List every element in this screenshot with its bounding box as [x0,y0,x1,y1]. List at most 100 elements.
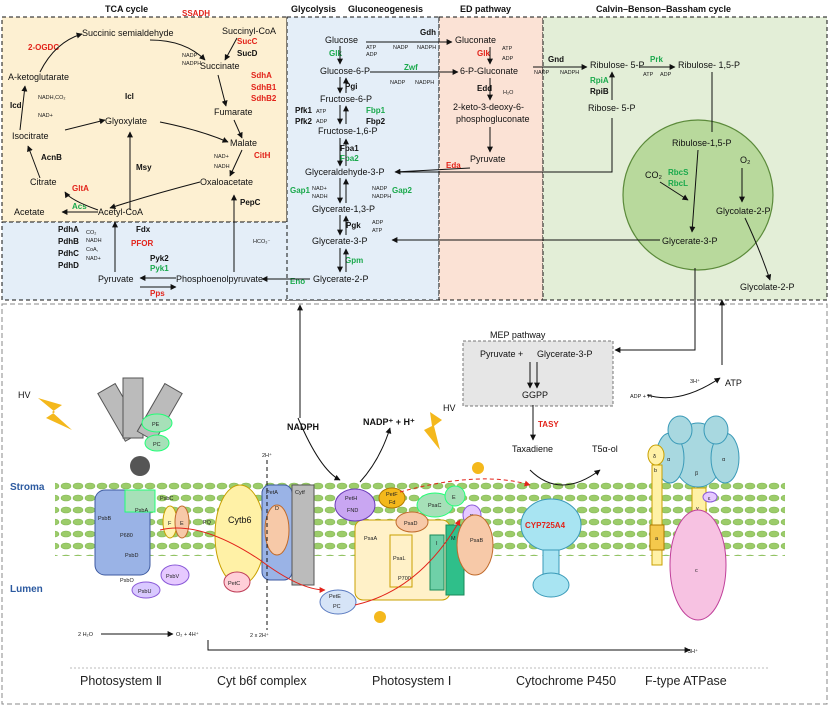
m-label: M [451,536,456,542]
label-psii: Photosystem Ⅱ [80,674,162,688]
label-psi: Photosystem Ⅰ [372,674,451,688]
a-label: a [655,536,659,542]
ribulose-15-p: Ribulose- 1,5-P [678,60,740,70]
psbu-label: PsbU [138,589,151,595]
label-cytb6f: Cyt b6f complex [217,674,307,688]
gap: Glyceraldehyde-3-P [305,167,385,177]
nadp-label: NADP [393,45,409,51]
hco3: HCO₃⁻ [253,239,270,245]
tca-cycle: Succinic semialdehyde Succinyl-CoA Succi… [8,9,277,298]
succinate: Succinate [200,61,240,71]
sdhb1-label: SdhB1 [251,83,277,92]
alpha2-label: α [722,457,726,463]
glk-label: Glk [329,49,342,58]
peta-label: PetA [266,490,278,496]
gap2-label: Gap2 [392,186,413,195]
malate: Malate [230,138,257,148]
atp-label: ATP [643,72,654,78]
cytf-label: Cytf [295,490,305,496]
e-label: E [180,521,184,527]
nadph-label: NADPH [182,61,201,67]
atp-label: ATP [316,109,327,115]
ed-pathway: Gluconate 6-P-Gluconate 2-keto-3-deoxy-6… [394,35,530,175]
pdha-label: PdhA [58,225,79,234]
glta-label: GltA [72,184,89,193]
alpha1-label: α [667,457,671,463]
nadh-co2-label: NADH,CO₂ [38,95,66,101]
zwf-label: Zwf [404,63,418,72]
d-label: D [275,506,279,512]
hv2-label: HV [443,403,456,413]
cith-label: CitH [254,151,271,160]
fdx-label: Fdx [136,225,151,234]
prk-label: Prk [650,55,663,64]
edd-label: Edd [477,84,492,93]
beta-label: β [695,471,698,477]
lumen-label: Lumen [10,584,43,595]
o2-in: O₂ [740,155,751,165]
fumarate: Fumarate [214,107,253,117]
gnd-label: Gnd [548,55,564,64]
nadh-label: NADH [86,238,102,244]
nadh-label: NADH [312,194,328,200]
ed-panel: ED pathway [438,4,544,301]
nad-label: NAD+ [214,154,229,160]
ribulose-5-p: Ribulose- 5-P [590,60,645,70]
pyk1-label: Pyk1 [150,264,169,273]
complex-labels: Photosystem Ⅱ Cyt b6f complex Photosyste… [70,667,770,688]
gluconate: Gluconate [455,35,496,45]
ed-title: ED pathway [460,4,511,14]
peth-label: PetH [345,496,357,502]
f-label: F [168,521,172,527]
psbb-label: PsbB [98,516,111,522]
ed-pyruvate: Pyruvate [470,154,506,164]
rpib-label: RpiB [590,87,609,96]
pyruvate-label: Pyruvate + [480,349,523,359]
glk-label: Glk [477,49,490,58]
atp-label: ATP [366,45,377,51]
gpm-label: Gpm [345,256,363,265]
glycerate-label: Glycerate-3-P [537,349,593,359]
sucd-label: SucD [237,49,258,58]
kdpg-line1: 2-keto-3-deoxy-6- [453,102,524,112]
psbo-label: PsbO [120,578,134,584]
pe-label: PE [152,422,160,428]
glucose-6-p: Glucose-6-P [320,66,370,76]
glycerate-3-p: Glycerate-3-P [312,236,368,246]
sdha-label: SdhA [251,71,272,80]
ggpp-label: GGPP [522,390,548,400]
succinic-semialdehyde: Succinic semialdehyde [82,28,174,38]
tca-panel: TCA cycle [1,4,440,301]
two-h-top-label: 2H⁺ [262,452,272,459]
akg: A-ketoglutarate [8,72,69,82]
msy-label: Msy [136,163,152,172]
calvin-title: Calvin–Benson–Bassham cycle [596,4,731,14]
b-label: b [654,468,657,474]
succ-label: SucC [237,37,258,46]
fnd-label: FND [347,508,358,514]
psbv-label: PsbV [166,574,179,580]
pq-label: PQ [203,520,212,526]
6-p-gluconate: 6-P-Gluconate [460,66,518,76]
nadp-h-label: NADP⁺ + H⁺ [363,417,415,427]
kdpg-line2: phosphogluconate [456,114,530,124]
gdh-label: Gdh [420,28,436,37]
3h-top: 3H⁺ [690,378,700,385]
pdhb-label: PdhB [58,237,79,246]
pyruvate-tca: Pyruvate [98,274,134,284]
mep-title: MEP pathway [490,330,546,340]
pyk2-label: Pyk2 [150,254,169,263]
pc-label: PC [153,442,161,448]
adp-label: ADP [660,72,672,78]
nadph-label: NADPH [415,80,434,86]
ogdc-label: 2-OGDC [28,43,59,52]
nadp-label: NADP [182,53,198,59]
label-p450: Cytochrome P450 [516,674,616,688]
nadph-label: NADPH [372,194,391,200]
fba1-label: Fba1 [340,144,359,153]
o2-4h-label: O₂ + 4H⁺ [176,631,199,638]
glycolysis-title: Glycolysis [291,4,336,14]
h2o-label: H₂O [503,90,514,96]
adp-label: ADP [372,220,384,226]
